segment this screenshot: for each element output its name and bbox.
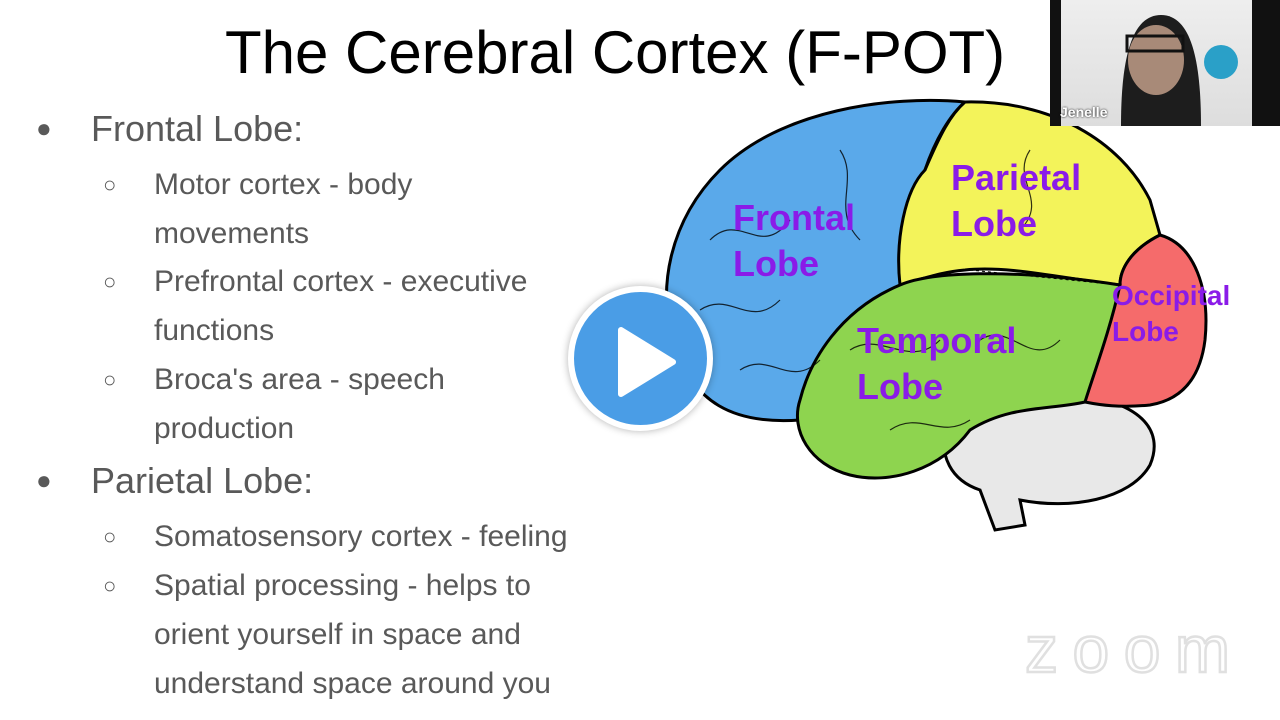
participant-name: Jenelle	[1060, 104, 1108, 120]
bullet-parietal: ●Parietal Lobe:	[36, 460, 314, 501]
circle-bullet-icon: ○	[103, 524, 117, 549]
circle-bullet-icon: ○	[103, 573, 117, 598]
video-feed	[1061, 0, 1252, 126]
play-icon	[618, 327, 676, 397]
bullet-dot-icon: ●	[36, 113, 52, 143]
play-button[interactable]	[568, 286, 713, 431]
svg-text:zoom: zoom	[1025, 622, 1230, 682]
circle-bullet-icon: ○	[103, 269, 117, 294]
zoom-watermark-logo: zoom	[1025, 622, 1231, 682]
sub-bullet: ○Somatosensory cortex - feeling	[103, 512, 568, 561]
brain-diagram	[664, 98, 1208, 532]
bullet-dot-icon: ●	[36, 465, 52, 495]
circle-bullet-icon: ○	[103, 367, 117, 392]
temporal-lobe	[795, 272, 1122, 480]
circle-bullet-icon: ○	[103, 172, 117, 197]
slide-title: The Cerebral Cortex (F-POT)	[225, 19, 1006, 86]
participant-silhouette	[1121, 15, 1238, 126]
bullet-frontal: ●Frontal Lobe:	[36, 108, 304, 149]
participant-video[interactable]: Jenelle	[1050, 0, 1280, 126]
